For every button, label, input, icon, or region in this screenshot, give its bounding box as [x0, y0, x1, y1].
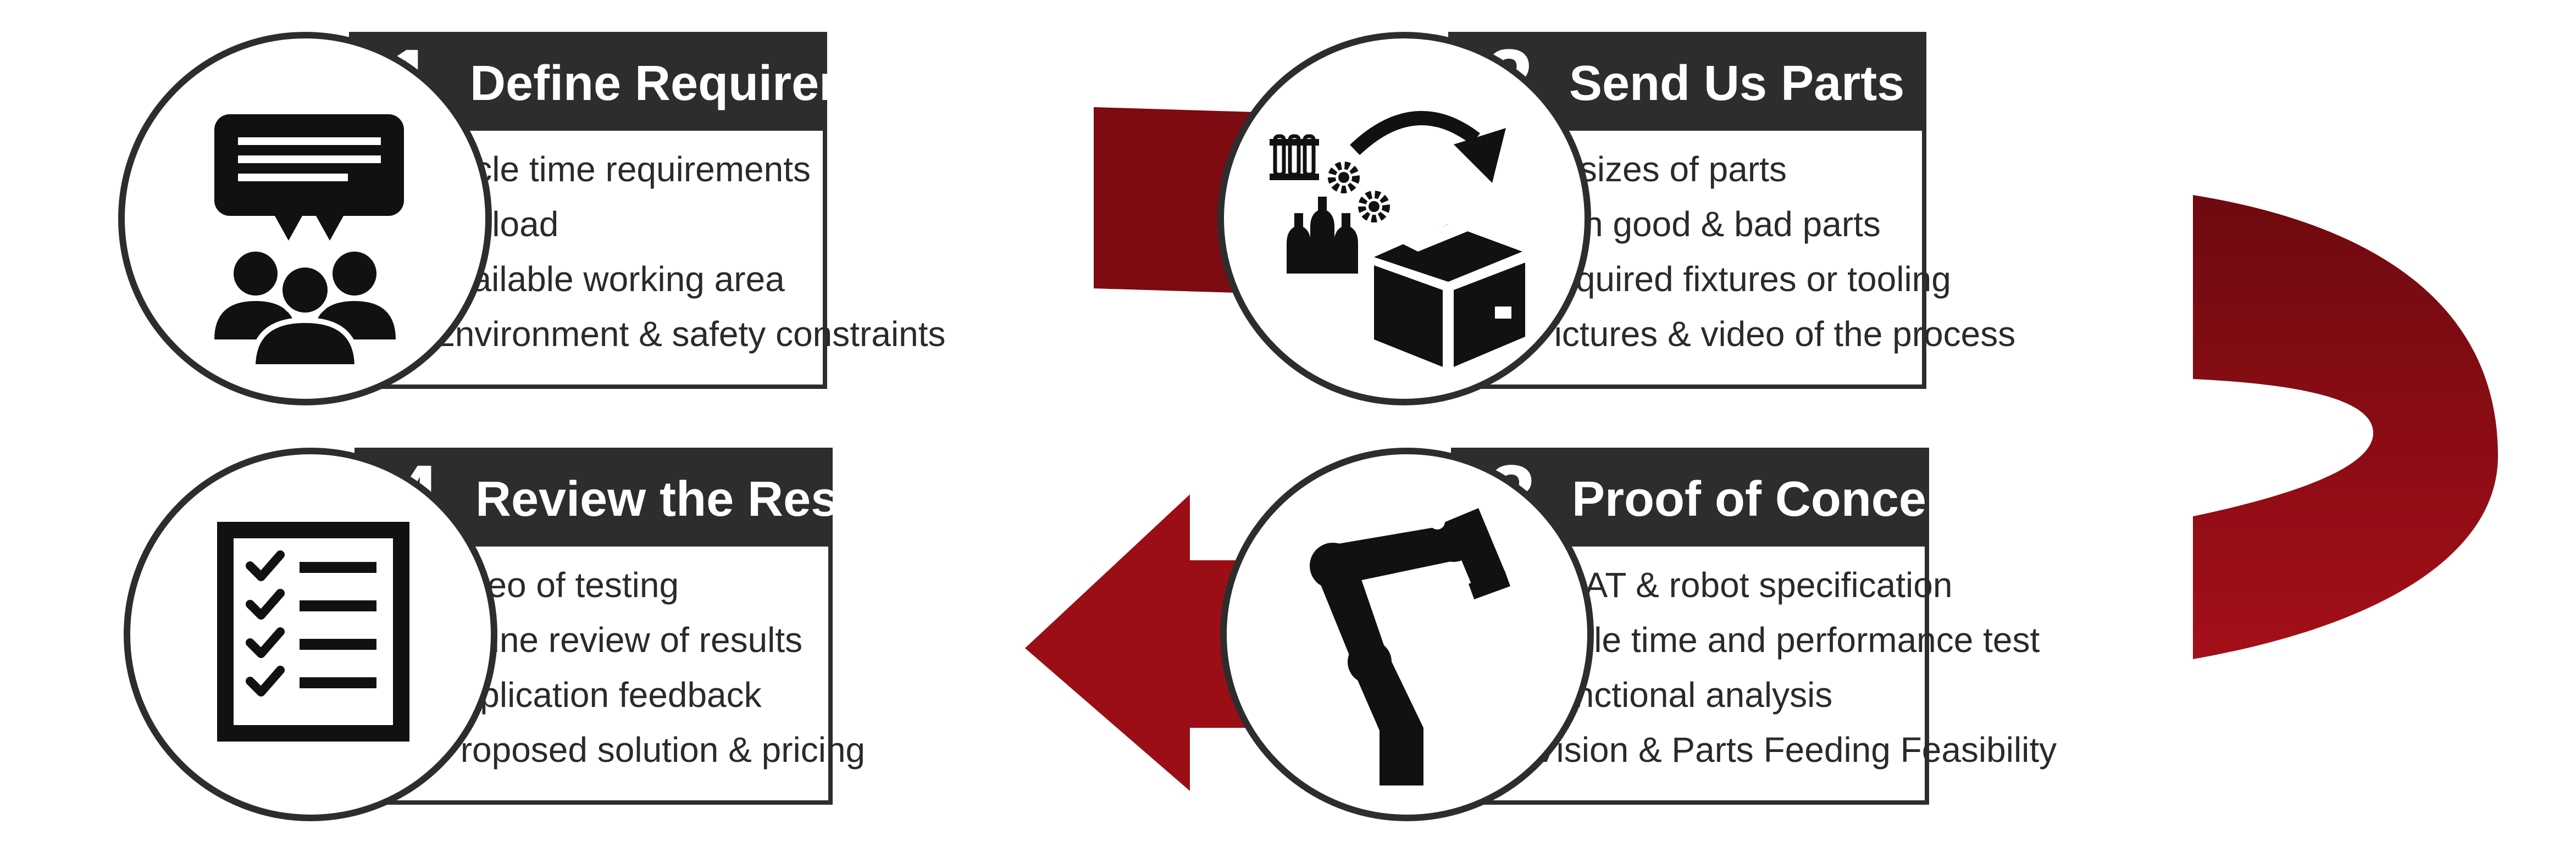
step-4-card: 4 Review the Results Video of testing On…	[124, 448, 926, 821]
step-1-card: 1 Define Requirements Cycle time require…	[118, 32, 965, 405]
list-item: Cycle time and performance test	[1500, 612, 2057, 667]
parts-into-box-icon	[1270, 111, 1525, 367]
step-2-card: 2 Send Us Parts All sizes of parts Both …	[1217, 32, 2015, 405]
return-arrow	[1025, 494, 1259, 791]
list-item: Pictures & video of the process	[1498, 307, 2015, 361]
step-2-title: Send Us Parts	[1569, 56, 1905, 111]
list-item: Proposed solution & pricing	[404, 722, 865, 777]
step-3-card: 3 Proof of Concept EOAT & robot specific…	[1220, 448, 2057, 821]
step-1-title: Define Requirements	[470, 56, 965, 111]
step-4-body: Video of testing Online review of result…	[354, 547, 865, 805]
meeting-group-icon	[214, 114, 404, 370]
step-3-title: Proof of Concept	[1572, 472, 1973, 527]
checklist-icon	[217, 522, 409, 742]
list-item: Vision & Parts Feeding Feasibility	[1500, 722, 2057, 777]
list-item: EOAT & robot specification	[1500, 558, 2057, 612]
step-4-title: Review the Results	[475, 472, 927, 527]
robot-arm-icon	[1310, 508, 1511, 785]
list-item: Environment & safety constraints	[398, 307, 946, 361]
loop-ribbon	[2193, 195, 2498, 659]
